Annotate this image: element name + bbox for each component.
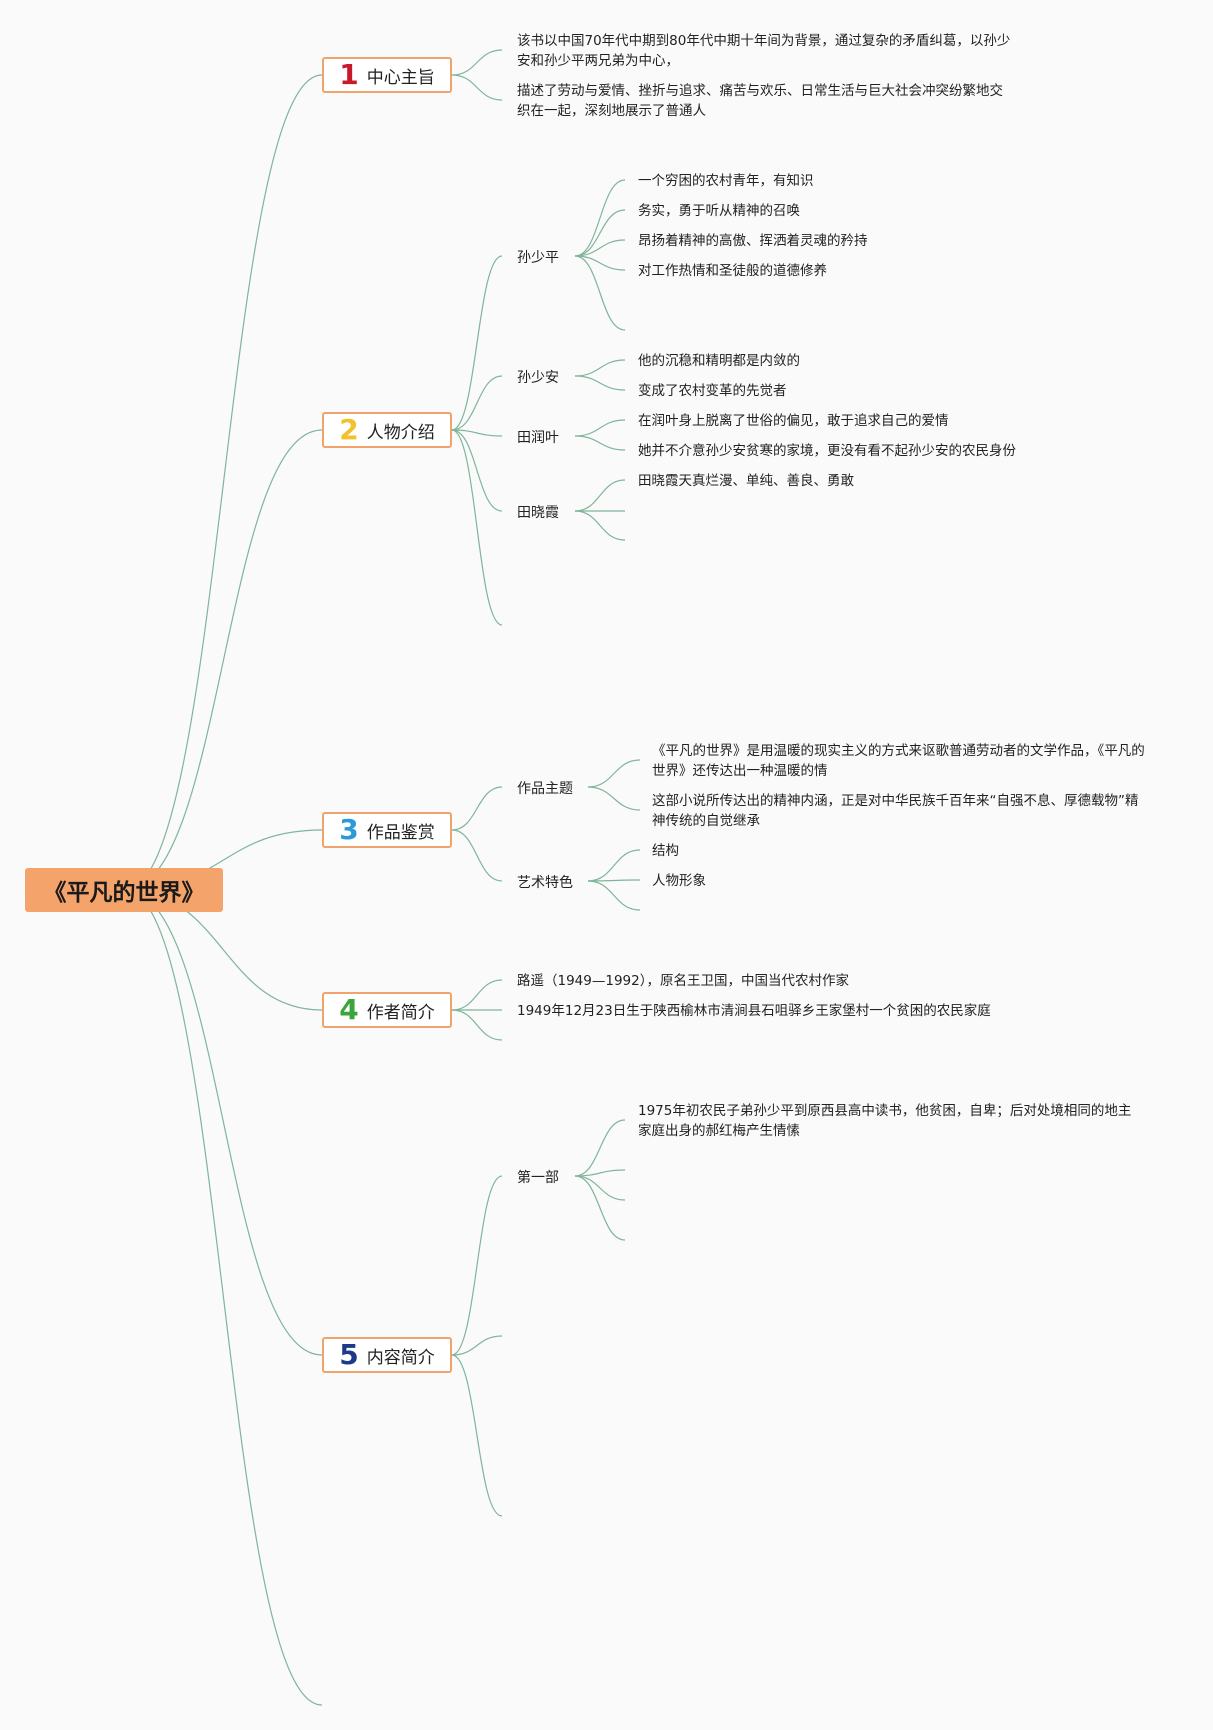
connector-line — [574, 479, 626, 512]
theme-item[interactable]: 这部小说所传达出的精神内涵，正是对中华民族千百年来“自强不息、厚德载物”精神传统… — [652, 793, 1139, 829]
connector-line — [124, 889, 323, 1356]
connector-line — [124, 889, 323, 1706]
connector-line — [451, 375, 503, 431]
connector-line — [451, 1354, 503, 1517]
connector-line — [451, 1009, 503, 1041]
connector-line — [574, 1169, 626, 1177]
connector-line — [574, 435, 626, 451]
number-5-icon: 5 — [339, 1338, 359, 1371]
connector-line — [574, 1175, 626, 1241]
root-topic[interactable]: 《平凡的世界》 — [25, 868, 223, 912]
trait-item[interactable]: 一个穷困的农村青年，有知识 — [638, 173, 814, 189]
topic-synopsis[interactable]: 5 内容简介 — [322, 1337, 452, 1373]
topic-label: 中心主旨 — [366, 67, 435, 88]
connector-line — [574, 1175, 626, 1201]
connector-line — [451, 255, 503, 431]
trait-item[interactable]: 对工作热情和圣徒般的道德修养 — [638, 263, 827, 279]
number-4-icon: 4 — [339, 993, 359, 1026]
character-tian-xiaoxia[interactable]: 田晓霞 — [517, 505, 559, 521]
connector-line — [451, 1335, 503, 1356]
connector-line — [574, 419, 626, 437]
connector-line — [574, 255, 626, 271]
connector-line — [587, 759, 641, 788]
character-tian-runye[interactable]: 田润叶 — [517, 430, 559, 446]
connector-line — [574, 255, 626, 331]
artistic-features[interactable]: 艺术特色 — [517, 875, 573, 891]
connector-line — [451, 74, 503, 101]
author-item[interactable]: 路遥（1949—1992），原名王卫国，中国当代农村作家 — [517, 973, 849, 989]
art-item[interactable]: 结构 — [652, 843, 679, 859]
connector-line — [451, 829, 503, 882]
work-theme[interactable]: 作品主题 — [517, 781, 573, 797]
trait-item[interactable]: 变成了农村变革的先觉者 — [638, 383, 787, 399]
number-1-icon: 1 — [339, 58, 359, 91]
connector-line — [124, 429, 323, 891]
topic-label: 人物介绍 — [366, 422, 435, 443]
trait-item[interactable]: 田晓霞天真烂漫、单纯、善良、勇敢 — [638, 473, 854, 489]
art-item[interactable]: 人物形象 — [652, 873, 706, 889]
topic-central-theme[interactable]: 1 中心主旨 — [322, 57, 452, 93]
connector-line — [574, 375, 626, 391]
connector-line — [574, 179, 626, 257]
connector-line — [451, 979, 503, 1011]
topic-author[interactable]: 4 作者简介 — [322, 992, 452, 1028]
number-3-icon: 3 — [339, 813, 359, 846]
trait-item[interactable]: 务实，勇于听从精神的召唤 — [638, 203, 800, 219]
connector-line — [124, 74, 323, 891]
topic-label: 作者简介 — [366, 1002, 435, 1023]
trait-item[interactable]: 她并不介意孙少安贫寒的家境，更没有看不起孙少安的农民身份 — [638, 443, 1016, 459]
topic-appreciation[interactable]: 3 作品鉴赏 — [322, 812, 452, 848]
topic-label: 内容简介 — [366, 1347, 435, 1368]
topic-label: 作品鉴赏 — [366, 822, 435, 843]
connector-line — [574, 1119, 626, 1177]
trait-item[interactable]: 在润叶身上脱离了世俗的偏见，敢于追求自己的爱情 — [638, 413, 949, 429]
connector-line — [451, 786, 503, 831]
connector-line — [587, 849, 641, 882]
connector-line — [451, 429, 503, 626]
trait-item[interactable]: 昂扬着精神的高傲、挥洒着灵魂的矜持 — [638, 233, 868, 249]
theme-text-2[interactable]: 描述了劳动与爱情、挫折与追求、痛苦与欢乐、日常生活与巨大社会冲突纷繁地交织在一起… — [517, 83, 1003, 119]
theme-item[interactable]: 《平凡的世界》是用温暖的现实主义的方式来讴歌普通劳动者的文学作品，《平凡的世界》… — [652, 743, 1145, 779]
part-item[interactable]: 1975年初农民子弟孙少平到原西县高中读书，他贫困，自卑；后对处境相同的地主家庭… — [638, 1103, 1132, 1139]
number-2-icon: 2 — [339, 413, 359, 446]
author-item[interactable]: 1949年12月23日生于陕西榆林市清涧县石咀驿乡王家堡村一个贫困的农民家庭 — [517, 1003, 991, 1019]
connector-line — [451, 429, 503, 512]
connector-line — [451, 1175, 503, 1356]
connector-line — [574, 209, 626, 257]
character-sun-shaoping[interactable]: 孙少平 — [517, 250, 559, 266]
connector-line — [574, 359, 626, 377]
character-sun-shaoan[interactable]: 孙少安 — [517, 370, 559, 386]
topic-characters[interactable]: 2 人物介绍 — [322, 412, 452, 448]
theme-text-1[interactable]: 该书以中国70年代中期到80年代中期十年间为背景，通过复杂的矛盾纠葛，以孙少安和… — [517, 33, 1011, 69]
connector-line — [451, 429, 503, 437]
connector-line — [451, 49, 503, 76]
connector-line — [574, 510, 626, 541]
part-one[interactable]: 第一部 — [517, 1170, 559, 1186]
trait-item[interactable]: 他的沉稳和精明都是内敛的 — [638, 353, 800, 369]
connector-line — [587, 786, 641, 811]
connector-line — [587, 880, 641, 911]
connector-line — [574, 239, 626, 257]
